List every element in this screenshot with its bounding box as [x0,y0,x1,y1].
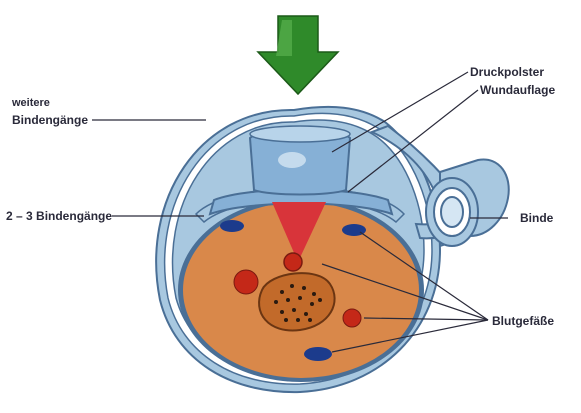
label-weitere: weitere [11,97,50,109]
label-blutgefaesse: Blutgefäße [492,314,554,328]
down-arrow-icon [258,16,338,94]
bone [259,273,335,330]
label-binde: Binde [520,211,554,225]
label-bindengaenge-further: Bindengänge [12,113,88,127]
label-2-3-bindengaenge: 2 – 3 Bindengänge [6,209,112,223]
label-wundauflage: Wundauflage [480,83,555,97]
pressure-pad [250,126,350,195]
label-druckpolster: Druckpolster [470,65,544,79]
